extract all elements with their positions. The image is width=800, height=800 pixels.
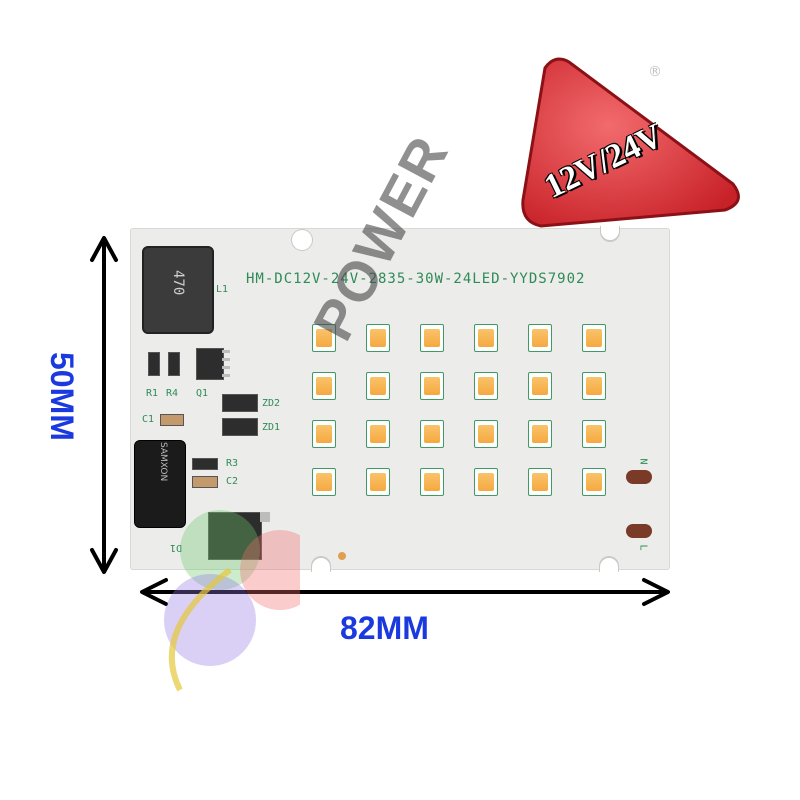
led-4-5 <box>528 468 552 496</box>
voltage-badge <box>521 57 740 228</box>
inductor: 470 <box>142 246 214 334</box>
resistor-r1 <box>148 352 160 376</box>
led-1-3 <box>420 324 444 352</box>
led-3-2 <box>366 420 390 448</box>
led-4-3 <box>420 468 444 496</box>
led-2-3 <box>420 372 444 400</box>
led-4-1 <box>312 468 336 496</box>
led-3-5 <box>528 420 552 448</box>
pad-L <box>626 524 652 538</box>
led-2-6 <box>582 372 606 400</box>
led-2-1 <box>312 372 336 400</box>
board-notch-top-right <box>601 226 619 240</box>
label-C2: C2 <box>226 476 239 487</box>
led-3-4 <box>474 420 498 448</box>
led-3-3 <box>420 420 444 448</box>
led-3-1 <box>312 420 336 448</box>
led-2-5 <box>528 372 552 400</box>
silkscreen-title: HM-DC12V-24V-2835-30W-24LED-YYDS7902 <box>246 271 586 287</box>
led-1-6 <box>582 324 606 352</box>
led-1-4 <box>474 324 498 352</box>
label-ZD2: ZD2 <box>262 398 281 409</box>
diode-d1 <box>208 512 262 560</box>
pcb-board: HM-DC12V-24V-2835-30W-24LED-YYDS7902 470… <box>130 226 670 572</box>
height-arrow <box>90 236 118 574</box>
capacitor-c1 <box>160 414 184 426</box>
led-4-2 <box>366 468 390 496</box>
ic-q1 <box>196 348 224 380</box>
mounting-hole-top <box>292 230 312 250</box>
zener-zd2 <box>222 394 258 412</box>
led-3-6 <box>582 420 606 448</box>
led-1-5 <box>528 324 552 352</box>
pad-N <box>626 470 652 484</box>
label-ZD1: ZD1 <box>262 422 281 433</box>
test-point <box>338 552 346 560</box>
led-1-1 <box>312 324 336 352</box>
label-C1: C1 <box>142 414 155 425</box>
label-R1: R1 <box>146 388 159 399</box>
width-arrow <box>140 578 670 606</box>
resistor-r3 <box>192 458 218 470</box>
label-L1: L1 <box>216 284 229 295</box>
led-4-4 <box>474 468 498 496</box>
led-4-6 <box>582 468 606 496</box>
led-2-2 <box>366 372 390 400</box>
resistor-r4 <box>168 352 180 376</box>
capacitor-c2 <box>192 476 218 488</box>
label-Q1: Q1 <box>196 388 209 399</box>
height-dimension-label: 50MM <box>44 352 80 441</box>
electrolytic-capacitor: SAMXON <box>134 440 186 528</box>
registered-mark: ® <box>648 64 662 80</box>
width-dimension-label: 82MM <box>340 610 429 646</box>
led-1-2 <box>366 324 390 352</box>
zener-zd1 <box>222 418 258 436</box>
label-R4: R4 <box>166 388 179 399</box>
led-2-4 <box>474 372 498 400</box>
label-R3: R3 <box>226 458 239 469</box>
